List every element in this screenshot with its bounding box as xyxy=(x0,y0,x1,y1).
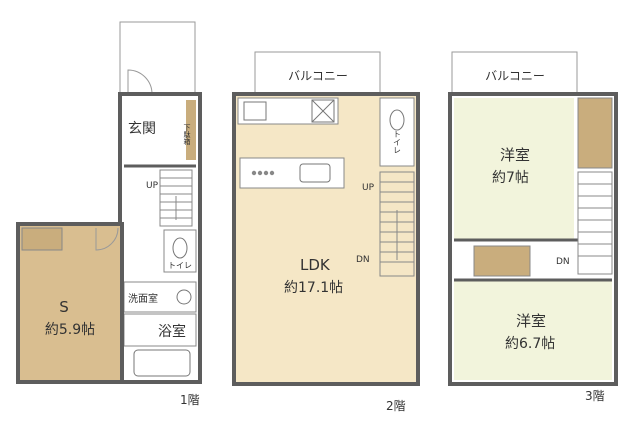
label-western-room-6-7-area: 約6.7帖 xyxy=(505,336,555,352)
label-stair-2f-up: UP xyxy=(362,183,375,193)
label-floor-1: 1階 xyxy=(180,392,200,407)
label-ldk: LDK xyxy=(300,256,331,274)
entrance-approach xyxy=(119,21,196,95)
bathroom xyxy=(123,313,197,347)
label-western-room-7-area: 約7帖 xyxy=(492,170,529,186)
stair-1f xyxy=(159,169,193,227)
bathtub xyxy=(133,349,191,377)
sink xyxy=(299,163,331,183)
s-room-closet xyxy=(21,227,63,251)
closet-3f-a xyxy=(577,97,613,169)
balcony-2f xyxy=(254,51,381,95)
label-s-room-area: 約5.9帖 xyxy=(45,322,95,338)
label-toilet-1f: トイレ xyxy=(168,261,192,270)
label-washroom: 洗面室 xyxy=(128,292,158,305)
western-room-7 xyxy=(454,98,574,240)
closet-3f-b xyxy=(473,245,531,277)
floor-3 xyxy=(448,51,618,386)
label-ldk-area: 約17.1帖 xyxy=(284,280,343,296)
entrance-door xyxy=(127,69,153,95)
toilet-2f xyxy=(379,97,415,167)
stair-3f xyxy=(577,171,613,275)
label-floor-3: 3階 xyxy=(585,388,605,403)
floor-1 xyxy=(16,21,202,384)
label-stair-2f-dn: DN xyxy=(356,255,370,265)
label-genkan: 玄関 xyxy=(128,120,156,137)
s-room-door xyxy=(95,227,119,251)
label-western-room-7: 洋室 xyxy=(500,146,530,164)
label-stair-3f-dn: DN xyxy=(556,257,570,267)
label-floor-2: 2階 xyxy=(386,398,406,413)
balcony-3f xyxy=(451,51,578,95)
label-bath: 浴室 xyxy=(158,323,186,340)
shoe-cabinet xyxy=(186,100,196,160)
label-toilet-2f: トイレ xyxy=(393,130,402,154)
label-balcony-3f: バルコニー xyxy=(485,69,545,83)
label-balcony-2f: バルコニー xyxy=(288,69,348,83)
label-western-room-6-7: 洋室 xyxy=(516,312,546,330)
label-stair-1f-up: UP xyxy=(146,181,159,191)
genkan-room xyxy=(124,98,186,166)
label-shoe-cabinet: 下駄箱 xyxy=(183,124,191,146)
floor-2 xyxy=(232,51,420,386)
label-s-room: S xyxy=(59,298,69,316)
western-room-6-7 xyxy=(454,280,612,380)
stove-icon xyxy=(251,170,275,176)
stair-2f xyxy=(379,171,415,277)
